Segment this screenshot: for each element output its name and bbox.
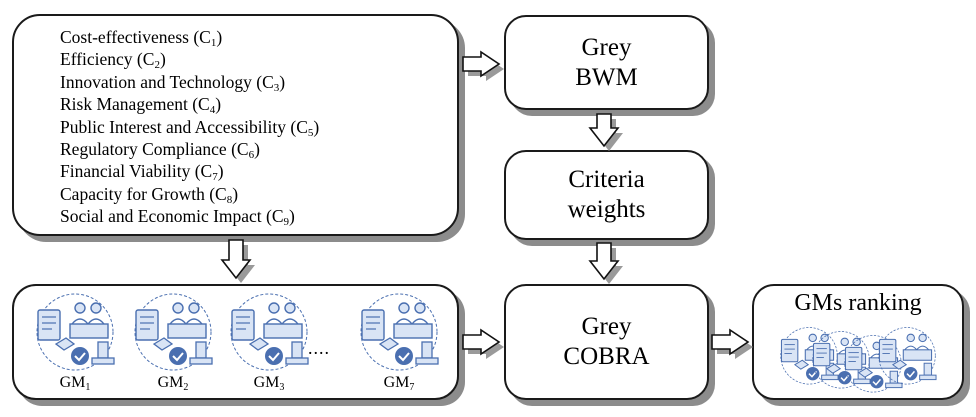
governance-model-icon xyxy=(134,293,213,371)
arrow-criteria-to-bwm xyxy=(462,50,504,81)
criterion-c8: Capacity for Growth (C8) xyxy=(60,183,239,206)
grey-cobra-line2: COBRA xyxy=(563,343,650,370)
arrow-gms-to-cobra xyxy=(462,328,504,359)
governance-model-icon xyxy=(230,293,309,371)
gms-ranking-title: GMs ranking xyxy=(794,290,922,316)
arrow-bwm-to-weights xyxy=(588,113,623,151)
governance-model-icon xyxy=(878,327,937,385)
criterion-c1: Cost-effectiveness (C1) xyxy=(60,27,223,49)
gm-label-7: GM7 xyxy=(383,374,415,393)
criterion-c2: Efficiency (C2) xyxy=(60,49,166,72)
grey-cobra-box: Grey COBRA xyxy=(504,284,709,400)
gms-ranking-box: GMs ranking xyxy=(752,284,964,400)
ranking-icon-4 xyxy=(872,326,942,386)
gm-icon-3 xyxy=(222,292,316,372)
arrow-criteria-to-gms xyxy=(220,239,255,283)
criterion-c6: Regulatory Compliance (C6) xyxy=(60,139,260,162)
gm-label-2: GM2 xyxy=(157,374,189,393)
governance-model-icon xyxy=(360,293,439,371)
grey-bwm-box: Grey BWM xyxy=(504,15,709,110)
governance-model-icon xyxy=(36,293,115,371)
arrow-weights-to-cobra xyxy=(588,242,623,284)
criterion-c5: Public Interest and Accessibility (C5) xyxy=(60,116,320,139)
governance-models-box: GM1 GM2 GM3 .... xyxy=(12,284,459,400)
criterion-c7: Financial Viability (C7) xyxy=(60,161,224,184)
gm-icon-1 xyxy=(28,292,122,372)
criterion-c9: Social and Economic Impact (C9) xyxy=(60,206,295,229)
gm-icon-2 xyxy=(126,292,220,372)
criteria-box: Cost-effectiveness (C1) Efficiency (C2) … xyxy=(12,14,459,236)
criteria-weights-line1: Criteria xyxy=(568,166,645,193)
gm-icon-7 xyxy=(352,292,446,372)
criteria-list: Cost-effectiveness (C1) Efficiency (C2) … xyxy=(60,26,319,228)
criteria-weights-line2: weights xyxy=(567,196,646,223)
grey-bwm-line2: BWM xyxy=(575,63,638,91)
criterion-c3: Innovation and Technology (C3) xyxy=(60,71,286,94)
grey-bwm-line1: Grey xyxy=(581,33,632,61)
grey-cobra-line1: Grey xyxy=(581,313,632,340)
criteria-weights-box: Criteria weights xyxy=(504,150,709,240)
gm-label-3: GM3 xyxy=(253,374,285,393)
ellipsis: .... xyxy=(308,338,330,358)
arrow-cobra-to-ranking xyxy=(711,328,753,359)
gm-label-1: GM1 xyxy=(59,374,91,393)
criterion-c4: Risk Management (C4) xyxy=(60,94,222,117)
